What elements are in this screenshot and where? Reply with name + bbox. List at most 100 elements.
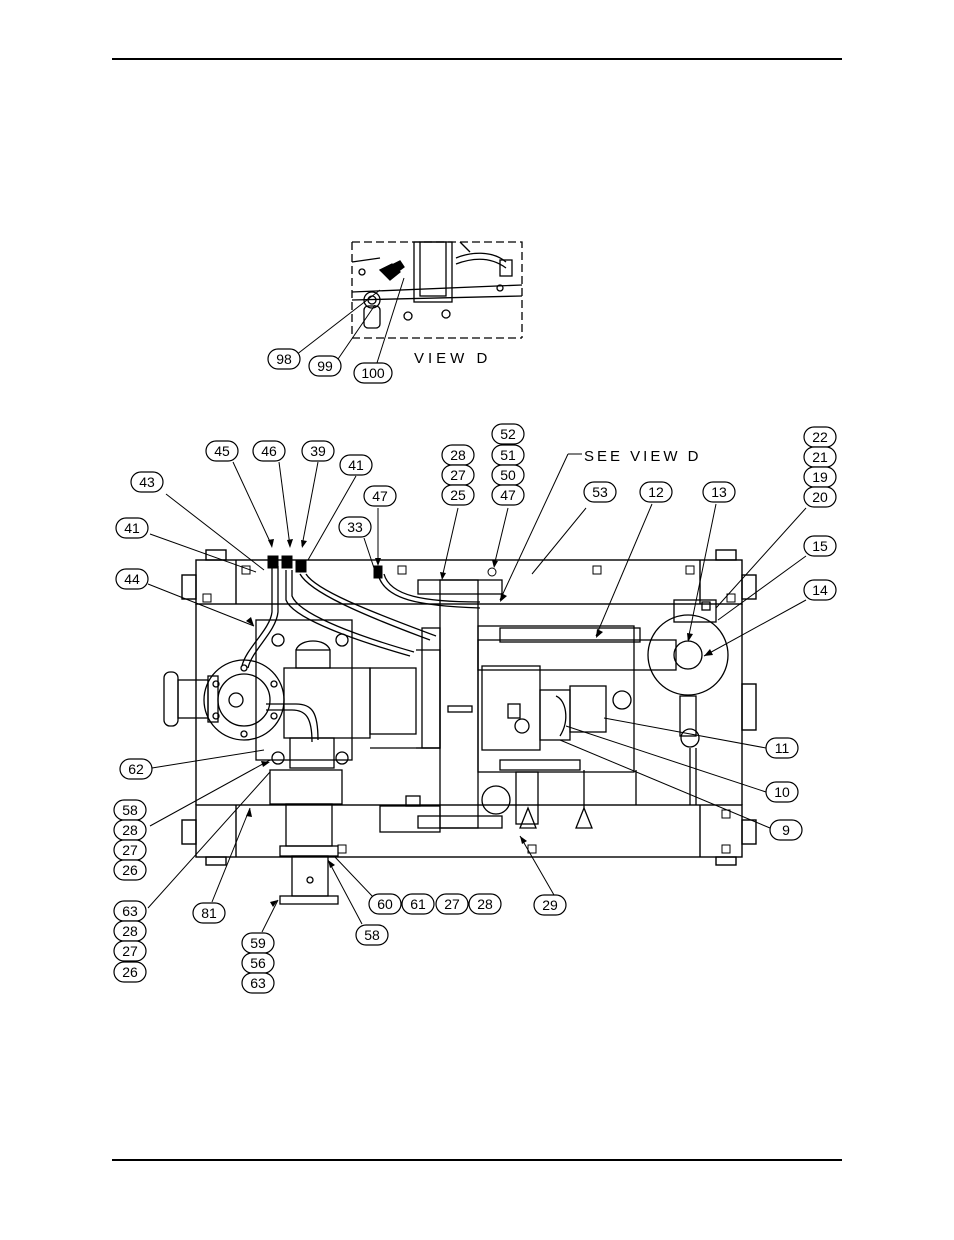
main-callout: 11 — [766, 738, 798, 758]
main-callout: 61 — [402, 894, 434, 914]
main-callout-number: 33 — [347, 519, 363, 535]
main-callout: 52 — [492, 424, 524, 444]
view-d-callout: 100 — [354, 363, 392, 383]
main-callout: 13 — [703, 482, 735, 502]
main-callout-number: 13 — [711, 484, 727, 500]
main-callout: 28 — [114, 820, 146, 840]
main-callout-number: 29 — [542, 897, 558, 913]
main-callout: 12 — [640, 482, 672, 502]
main-callout-number: 63 — [122, 903, 138, 919]
main-callout-number: 28 — [122, 822, 138, 838]
main-callout: 47 — [364, 486, 396, 506]
discharge-assembly — [270, 770, 440, 904]
main-callout-number: 27 — [444, 896, 460, 912]
main-callout: 14 — [804, 580, 836, 600]
main-callout-number: 51 — [500, 447, 516, 463]
main-callout: 28 — [114, 921, 146, 941]
main-callout-number: 27 — [122, 842, 138, 858]
main-callout-number: 45 — [214, 443, 230, 459]
view-d-callout-number: 98 — [276, 351, 292, 367]
main-callout-number: 20 — [812, 489, 828, 505]
main-leaders — [148, 454, 806, 932]
main-callout-number: 59 — [250, 935, 266, 951]
main-callout-number: 47 — [500, 487, 516, 503]
main-callout: 22 — [804, 427, 836, 447]
main-callout-number: 81 — [201, 905, 217, 921]
main-callout-number: 46 — [261, 443, 277, 459]
main-callout-number: 25 — [450, 487, 466, 503]
main-callout-number: 53 — [592, 484, 608, 500]
main-callout: 9 — [770, 820, 802, 840]
main-callout: 56 — [242, 953, 274, 973]
view-d-callout-number: 99 — [317, 358, 333, 374]
main-callout-number: 27 — [450, 467, 466, 483]
main-callout: 43 — [131, 472, 163, 492]
skid-frame — [182, 550, 756, 865]
main-callout-number: 50 — [500, 467, 516, 483]
main-callout-number: 19 — [812, 469, 828, 485]
main-callout-number: 61 — [410, 896, 426, 912]
main-callout-number: 58 — [122, 802, 138, 818]
main-callout: 58 — [356, 925, 388, 945]
view-d-inset — [352, 242, 522, 338]
main-callout-number: 21 — [812, 449, 828, 465]
main-callout: 39 — [302, 441, 334, 461]
main-callout-number: 28 — [122, 923, 138, 939]
main-callout: 62 — [120, 759, 152, 779]
main-callout: 46 — [253, 441, 285, 461]
hydraulic-tubing — [242, 566, 480, 742]
exhaust-pipe — [478, 628, 676, 670]
main-callout-number: 39 — [310, 443, 326, 459]
main-callout: 51 — [492, 445, 524, 465]
main-callout-number: 62 — [128, 761, 144, 777]
inlet-flange — [164, 660, 284, 740]
main-callout-number: 26 — [122, 862, 138, 878]
main-callout: 19 — [804, 467, 836, 487]
main-callout: 63 — [114, 901, 146, 921]
main-callout: 50 — [492, 465, 524, 485]
main-callout-number: 22 — [812, 429, 828, 445]
main-callout-number: 15 — [812, 538, 828, 554]
main-callout: 81 — [193, 903, 225, 923]
main-callout-number: 14 — [812, 582, 828, 598]
main-callout: 41 — [340, 455, 372, 475]
main-callout-number: 26 — [122, 964, 138, 980]
main-callout: 44 — [116, 569, 148, 589]
main-callout: 41 — [116, 518, 148, 538]
main-callout: 58 — [114, 800, 146, 820]
view-d-leaders — [296, 278, 404, 366]
main-callout: 27 — [114, 840, 146, 860]
main-callout-number: 52 — [500, 426, 516, 442]
main-callout: 15 — [804, 536, 836, 556]
main-callout: 20 — [804, 487, 836, 507]
main-callout: 59 — [242, 933, 274, 953]
see-view-d-note: SEE VIEW D — [584, 448, 702, 465]
main-callout: 26 — [114, 860, 146, 880]
view-d-title: VIEW D — [414, 350, 491, 367]
main-callout: 47 — [492, 485, 524, 505]
view-d-callout: 99 — [309, 356, 341, 376]
main-callout: 25 — [442, 485, 474, 505]
main-callout: 27 — [442, 465, 474, 485]
central-column — [418, 580, 502, 828]
main-callout: 60 — [369, 894, 401, 914]
main-callout-number: 63 — [250, 975, 266, 991]
main-callout: 27 — [114, 941, 146, 961]
muffler — [648, 600, 728, 805]
main-callout-number: 41 — [348, 457, 364, 473]
main-callout-number: 44 — [124, 571, 140, 587]
main-callout-number: 60 — [377, 896, 393, 912]
main-callout-number: 56 — [250, 955, 266, 971]
main-callout: 21 — [804, 447, 836, 467]
main-callout-number: 28 — [477, 896, 493, 912]
main-callout-number: 28 — [450, 447, 466, 463]
view-d-callout: 98 — [268, 349, 300, 369]
main-callout: 28 — [469, 894, 501, 914]
main-callout: 28 — [442, 445, 474, 465]
main-callout-number: 9 — [782, 822, 790, 838]
main-callout: 26 — [114, 962, 146, 982]
main-callout: 63 — [242, 973, 274, 993]
main-callout: 53 — [584, 482, 616, 502]
